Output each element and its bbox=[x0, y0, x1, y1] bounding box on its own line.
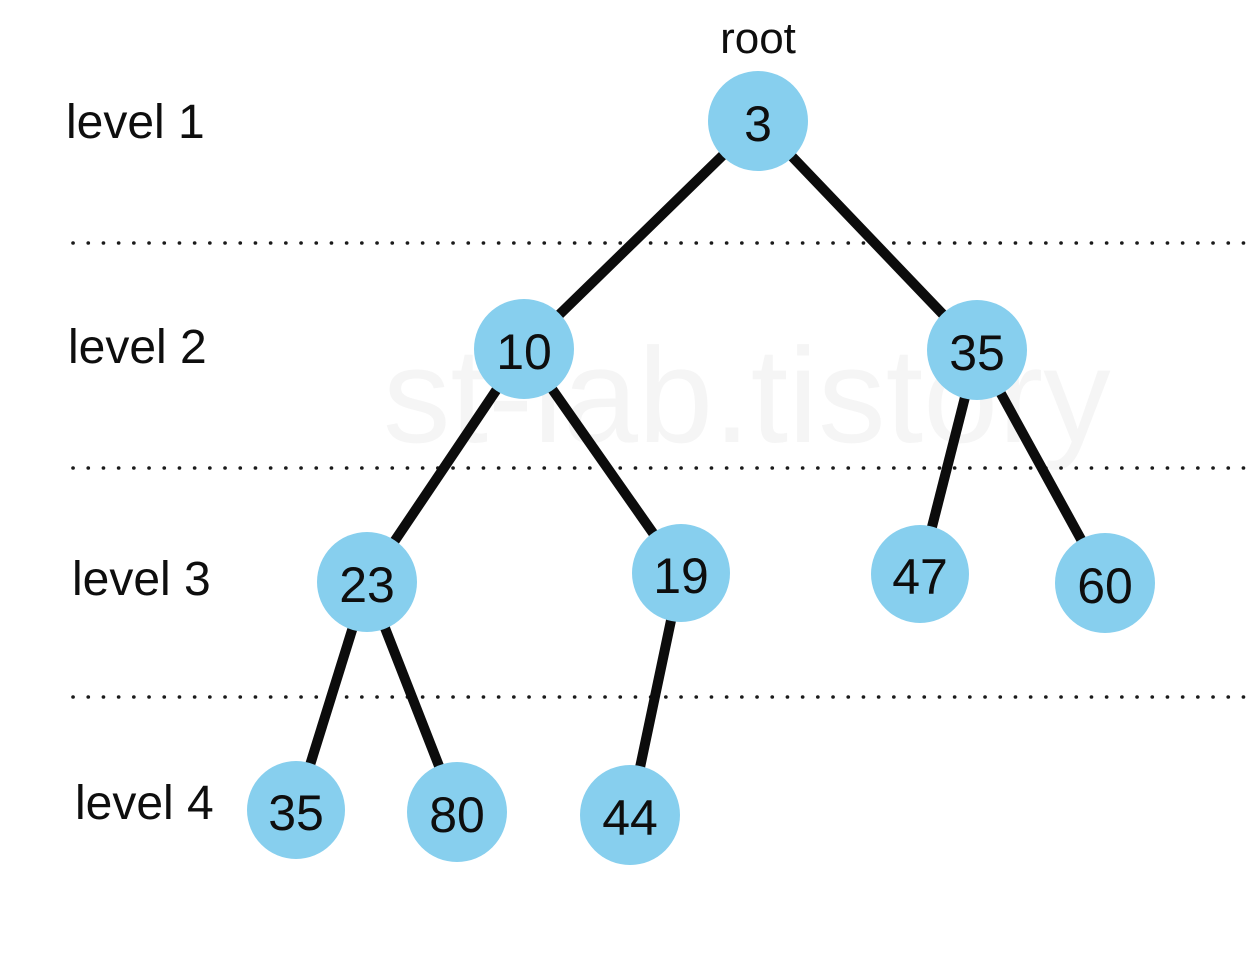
level-labels: level 1 level 2 level 3 level 4 bbox=[66, 96, 214, 830]
tree-node-value: 44 bbox=[602, 790, 658, 846]
level-label-1: level 1 bbox=[66, 96, 205, 149]
tree-node-value: 60 bbox=[1077, 558, 1133, 614]
tree-node-value: 80 bbox=[429, 787, 485, 843]
tree-node-circle-80 bbox=[407, 762, 507, 862]
tree-node-circle-19 bbox=[632, 524, 730, 622]
tree-node-circle-23 bbox=[317, 532, 417, 632]
tree-node-value: 35 bbox=[268, 785, 324, 841]
level-label-4: level 4 bbox=[75, 777, 214, 830]
level-label-2: level 2 bbox=[68, 321, 207, 374]
tree-node-value: 47 bbox=[892, 549, 948, 605]
edge-3-35 bbox=[754, 117, 981, 354]
tree-node-value: 19 bbox=[653, 548, 709, 604]
level-label-3: level 3 bbox=[72, 553, 211, 606]
root-label: root bbox=[720, 14, 796, 63]
tree-node-circle-3 bbox=[708, 71, 808, 171]
tree-node-values: 3 10 35 23 19 47 60 35 80 44 bbox=[268, 96, 1133, 846]
tree-node-circle-10 bbox=[474, 299, 574, 399]
tree-node-circle-35-l2 bbox=[927, 300, 1027, 400]
tree-node-value: 23 bbox=[339, 557, 395, 613]
tree-node-circle-44 bbox=[580, 765, 680, 865]
tree-nodes bbox=[247, 71, 1155, 865]
edge-3-10 bbox=[520, 117, 762, 353]
tree-node-circle-60 bbox=[1055, 533, 1155, 633]
tree-node-value: 10 bbox=[496, 324, 552, 380]
tree-node-circle-35-l4 bbox=[247, 761, 345, 859]
tree-node-value: 35 bbox=[949, 325, 1005, 381]
tree-node-circle-47 bbox=[871, 525, 969, 623]
tree-node-value: 3 bbox=[744, 96, 772, 152]
